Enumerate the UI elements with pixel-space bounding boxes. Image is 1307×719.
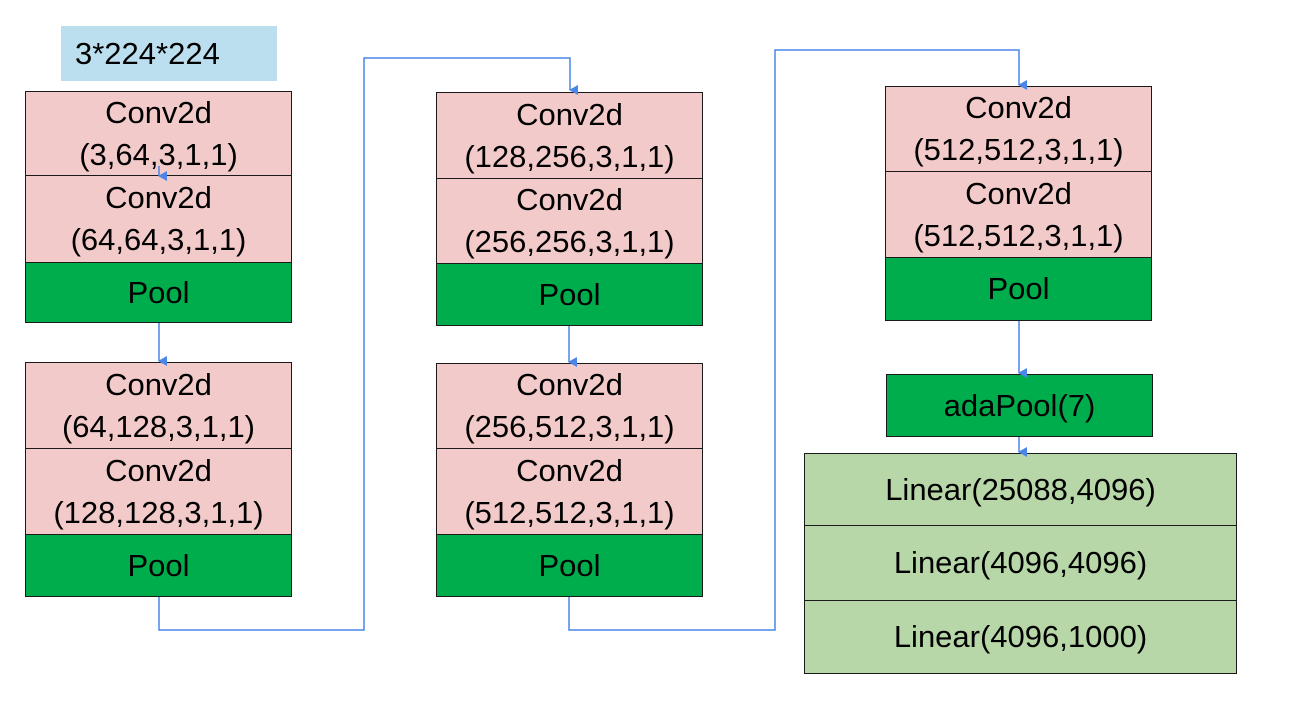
pool-layer: Pool bbox=[25, 534, 292, 597]
conv-params: (3,64,3,1,1) bbox=[79, 136, 238, 172]
conv-params: (512,512,3,1,1) bbox=[464, 494, 675, 530]
linear-layer: Linear(25088,4096) bbox=[804, 453, 1237, 526]
pool-label: Pool bbox=[538, 547, 601, 583]
pool-layer: Pool bbox=[885, 257, 1152, 321]
conv-name: Conv2d bbox=[105, 94, 212, 130]
conv-name: Conv2d bbox=[516, 96, 623, 132]
pool-layer: Pool bbox=[436, 534, 703, 597]
conv-name: Conv2d bbox=[516, 452, 623, 488]
input-shape-label: 3*224*224 bbox=[61, 26, 277, 81]
conv-layer: Conv2d (128,128,3,1,1) bbox=[25, 448, 292, 535]
conv-params: (512,512,3,1,1) bbox=[913, 217, 1124, 253]
conv-name: Conv2d bbox=[105, 452, 212, 488]
conv-name: Conv2d bbox=[965, 90, 1072, 125]
adapool-label: adaPool(7) bbox=[943, 387, 1096, 423]
conv-params: (256,256,3,1,1) bbox=[464, 224, 675, 259]
conv-layer: Conv2d (512,512,3,1,1) bbox=[885, 171, 1152, 258]
conv-name: Conv2d bbox=[965, 175, 1072, 211]
linear-layer: Linear(4096,4096) bbox=[804, 525, 1237, 601]
conv-layer: Conv2d (64,64,3,1,1) bbox=[25, 175, 292, 263]
conv-name: Conv2d bbox=[516, 367, 623, 402]
conv-params: (64,64,3,1,1) bbox=[70, 222, 247, 257]
conv-name: Conv2d bbox=[105, 180, 212, 215]
input-shape-text: 3*224*224 bbox=[75, 35, 220, 71]
linear-label: Linear(4096,1000) bbox=[893, 619, 1148, 654]
conv-name: Conv2d bbox=[105, 366, 212, 402]
linear-label: Linear(4096,4096) bbox=[893, 545, 1148, 580]
arrow-col1-to-col2 bbox=[158, 57, 578, 631]
conv-layer: Conv2d (256,512,3,1,1) bbox=[436, 363, 703, 449]
conv-layer: Conv2d (3,64,3,1,1) bbox=[25, 91, 292, 176]
conv-name: Conv2d bbox=[516, 182, 623, 217]
adapool-layer: adaPool(7) bbox=[886, 374, 1153, 437]
conv-params: (512,512,3,1,1) bbox=[913, 132, 1124, 167]
conv-params: (64,128,3,1,1) bbox=[61, 408, 256, 444]
pool-label: Pool bbox=[127, 547, 190, 583]
pool-layer: Pool bbox=[25, 262, 292, 323]
pool-label: Pool bbox=[538, 276, 601, 312]
pool-layer: Pool bbox=[436, 263, 703, 326]
conv-params: (128,128,3,1,1) bbox=[53, 494, 264, 530]
conv-layer: Conv2d (512,512,3,1,1) bbox=[436, 448, 703, 535]
conv-layer: Conv2d (256,256,3,1,1) bbox=[436, 178, 703, 264]
conv-params: (256,512,3,1,1) bbox=[464, 409, 675, 444]
pool-label: Pool bbox=[127, 274, 190, 310]
conv-layer: Conv2d (128,256,3,1,1) bbox=[436, 92, 703, 179]
conv-layer: Conv2d (512,512,3,1,1) bbox=[885, 86, 1152, 172]
conv-params: (128,256,3,1,1) bbox=[464, 138, 675, 174]
pool-label: Pool bbox=[987, 271, 1050, 306]
linear-label: Linear(25088,4096) bbox=[885, 471, 1156, 507]
linear-layer: Linear(4096,1000) bbox=[804, 600, 1237, 674]
arrow-col2-to-col3 bbox=[568, 49, 1027, 631]
